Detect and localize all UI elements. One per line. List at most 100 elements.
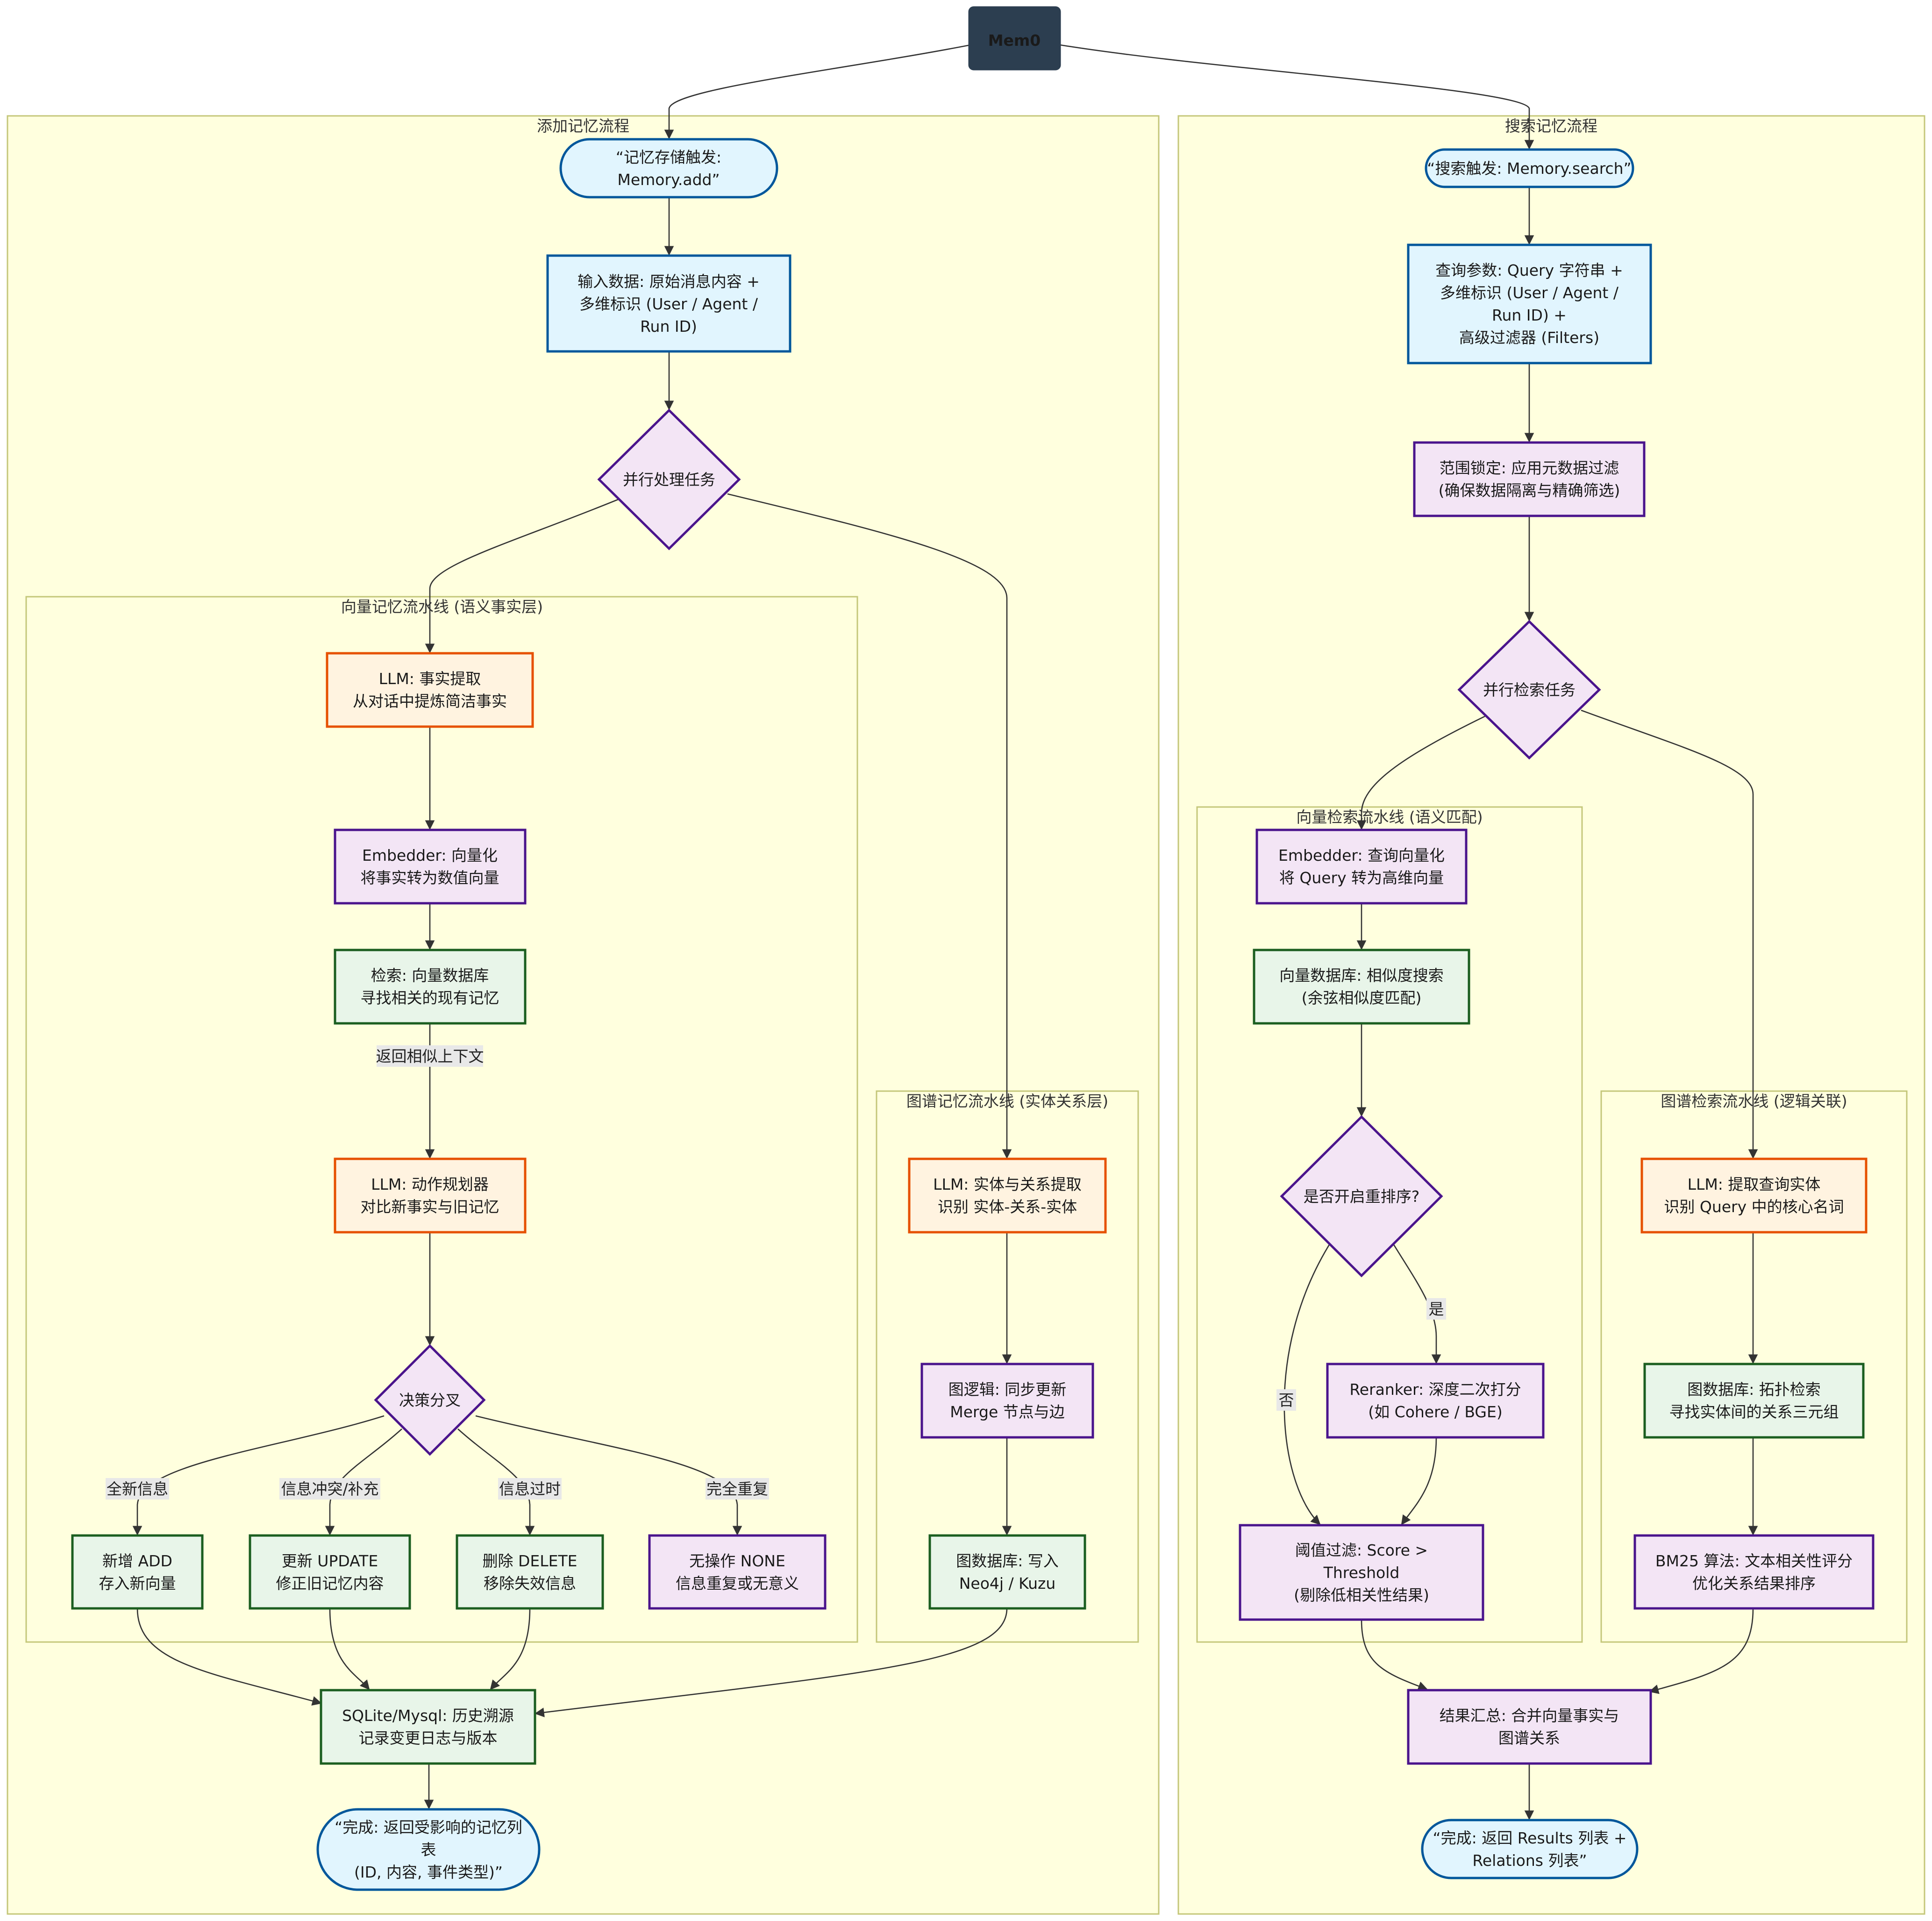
- svg-text:信息冲突/补充: 信息冲突/补充: [281, 1480, 378, 1498]
- planner-label-line: 对比新事实与旧记忆: [361, 1198, 499, 1216]
- scope-label-line: 范围锁定: 应用元数据过滤: [1440, 459, 1619, 477]
- node-search-done: “完成: 返回 Results 列表 + Relations 列表”: [1421, 1819, 1639, 1879]
- cluster-graph-search-label: 图谱检索流水线 (逻辑关联): [1661, 1092, 1847, 1110]
- node-search-trigger: “搜索触发: Memory.search”: [1425, 148, 1634, 188]
- vec-retrieve-label-line: 检索: 向量数据库: [371, 966, 489, 985]
- edge-write-to-history: [534, 1608, 1008, 1718]
- reranker-label-line: (如 Cohere / BGE): [1368, 1403, 1502, 1421]
- svg-text:否: 否: [1279, 1391, 1294, 1409]
- add-input-label-line: 多维标识 (User / Agent /: [579, 295, 758, 313]
- threshold-label-line: (剔除低相关性结果): [1294, 1586, 1429, 1604]
- edge-delete-to-history: [490, 1608, 531, 1690]
- query-entity-label-line: 识别 Query 中的核心名词: [1664, 1198, 1844, 1216]
- edge-label-yes: 是: [1426, 1298, 1446, 1320]
- op-add-label-line: 存入新向量: [99, 1574, 176, 1593]
- edge-sparallel-to-qembed: [1356, 715, 1485, 830]
- svg-text:返回相似上下文: 返回相似上下文: [376, 1047, 484, 1065]
- add-done-label-line: “完成: 返回受影响的记忆列: [335, 1818, 522, 1836]
- add-trigger-label-line: “记忆存储触发:: [616, 148, 721, 166]
- graph-logic-label-line: Merge 节点与边: [950, 1403, 1065, 1421]
- merge-label-line: 图谱关系: [1498, 1729, 1560, 1747]
- edge-rerankq-yes: [1392, 1243, 1441, 1364]
- edge-parallel-to-entity: [727, 493, 1012, 1159]
- entity-extract-label-line: 识别 实体-关系-实体: [938, 1198, 1077, 1216]
- cluster-add-memory-label: 添加记忆流程: [537, 117, 629, 135]
- svg-text:Mem0: Mem0: [988, 31, 1041, 50]
- edge-rerankq-no: [1283, 1243, 1331, 1525]
- merge-label-line: 结果汇总: 合并向量事实与: [1440, 1707, 1619, 1725]
- node-add-trigger: “记忆存储触发: Memory.add”: [559, 138, 778, 199]
- search-done-label-line: Relations 列表”: [1472, 1851, 1587, 1870]
- fact-extract-label-line: 从对话中提炼简洁事实: [353, 692, 507, 710]
- bm25-label-line: 优化关系结果排序: [1692, 1574, 1816, 1593]
- node-decision-branch: 决策分叉: [374, 1344, 486, 1456]
- edge-labels: 返回相似上下文 全新信息 信息冲突/补充 信息过时 完全重复 是 否: [106, 1045, 1446, 1500]
- embed-label-line: 将事实转为数值向量: [361, 869, 499, 887]
- add-trigger-label-line: Memory.add”: [617, 171, 720, 189]
- node-search-parallel-decision: 并行检索任务: [1457, 620, 1601, 760]
- op-add-label-line: 新增 ADD: [102, 1552, 172, 1570]
- node-graph-logic: 图逻辑: 同步更新 Merge 节点与边: [920, 1363, 1094, 1439]
- fact-extract-label-line: LLM: 事实提取: [379, 670, 481, 688]
- query-params-label-line: Run ID) +: [1492, 306, 1567, 324]
- cluster-vector-memory-label: 向量记忆流水线 (语义事实层): [341, 598, 543, 616]
- query-params-label-line: 高级过滤器 (Filters): [1459, 328, 1599, 347]
- bm25-label-line: BM25 算法: 文本相关性评分: [1655, 1552, 1853, 1570]
- svg-text:信息过时: 信息过时: [499, 1480, 561, 1498]
- planner-label-line: LLM: 动作规划器: [371, 1175, 489, 1193]
- op-none-label-line: 信息重复或无意义: [676, 1574, 799, 1593]
- decision-label-line: 决策分叉: [399, 1391, 461, 1409]
- edge-threshold-to-merge: [1361, 1619, 1428, 1691]
- graph-write-label-line: Neo4j / Kuzu: [959, 1574, 1056, 1593]
- node-add-input: 输入数据: 原始消息内容 +多维标识 (User / Agent /Run ID…: [546, 254, 791, 353]
- edge-update-to-history: [329, 1608, 370, 1690]
- sim-search-label-line: (余弦相似度匹配): [1302, 989, 1422, 1007]
- graph-logic-label-line: 图逻辑: 同步更新: [948, 1380, 1067, 1399]
- edge-label-similar-context: 返回相似上下文: [376, 1045, 484, 1067]
- reranker-label-line: Reranker: 深度二次打分: [1349, 1380, 1521, 1399]
- history-label-line: SQLite/Mysql: 历史溯源: [342, 1707, 514, 1725]
- node-rerank-decision: 是否开启重排序?: [1280, 1115, 1443, 1278]
- add-done-label-line: 表: [421, 1841, 436, 1859]
- edge-mem0-to-search: [1059, 44, 1534, 150]
- add-done-label-line: (ID, 内容, 事件类型)”: [354, 1863, 503, 1881]
- edge-label-conflict: 信息冲突/补充: [279, 1478, 380, 1500]
- edge-parallel-to-fact: [425, 498, 620, 654]
- node-scope-lock: 范围锁定: 应用元数据过滤(确保数据隔离与精确筛选): [1413, 441, 1646, 517]
- sim-search-label-line: 向量数据库: 相似度搜索: [1279, 966, 1444, 985]
- edges: [132, 44, 1758, 1821]
- node-mem0-title: Mem0: [968, 6, 1061, 71]
- entity-extract-label-line: LLM: 实体与关系提取: [933, 1175, 1082, 1193]
- cluster-search-memory-label: 搜索记忆流程: [1505, 117, 1597, 135]
- svg-text:完全重复: 完全重复: [706, 1480, 768, 1498]
- threshold-label-line: Threshold: [1323, 1564, 1400, 1582]
- node-similarity-search: 向量数据库: 相似度搜索 (余弦相似度匹配): [1253, 949, 1470, 1025]
- svg-text:全新信息: 全新信息: [107, 1480, 168, 1498]
- add-parallel-label-line: 并行处理任务: [623, 471, 715, 489]
- topo-search-label-line: 寻找实体间的关系三元组: [1669, 1403, 1839, 1421]
- query-entity-label-line: LLM: 提取查询实体: [1688, 1175, 1821, 1193]
- topo-search-label-line: 图数据库: 拓扑检索: [1687, 1380, 1821, 1399]
- search-done-label-line: “完成: 返回 Results 列表 +: [1433, 1829, 1627, 1847]
- history-label-line: 记录变更日志与版本: [359, 1729, 498, 1747]
- search-parallel-label-line: 并行检索任务: [1483, 681, 1576, 699]
- add-input-label-line: Run ID): [640, 317, 697, 336]
- op-delete-label-line: 删除 DELETE: [483, 1552, 577, 1570]
- rerank-q-label-line: 是否开启重排序?: [1304, 1187, 1420, 1206]
- op-update-label-line: 更新 UPDATE: [282, 1552, 378, 1570]
